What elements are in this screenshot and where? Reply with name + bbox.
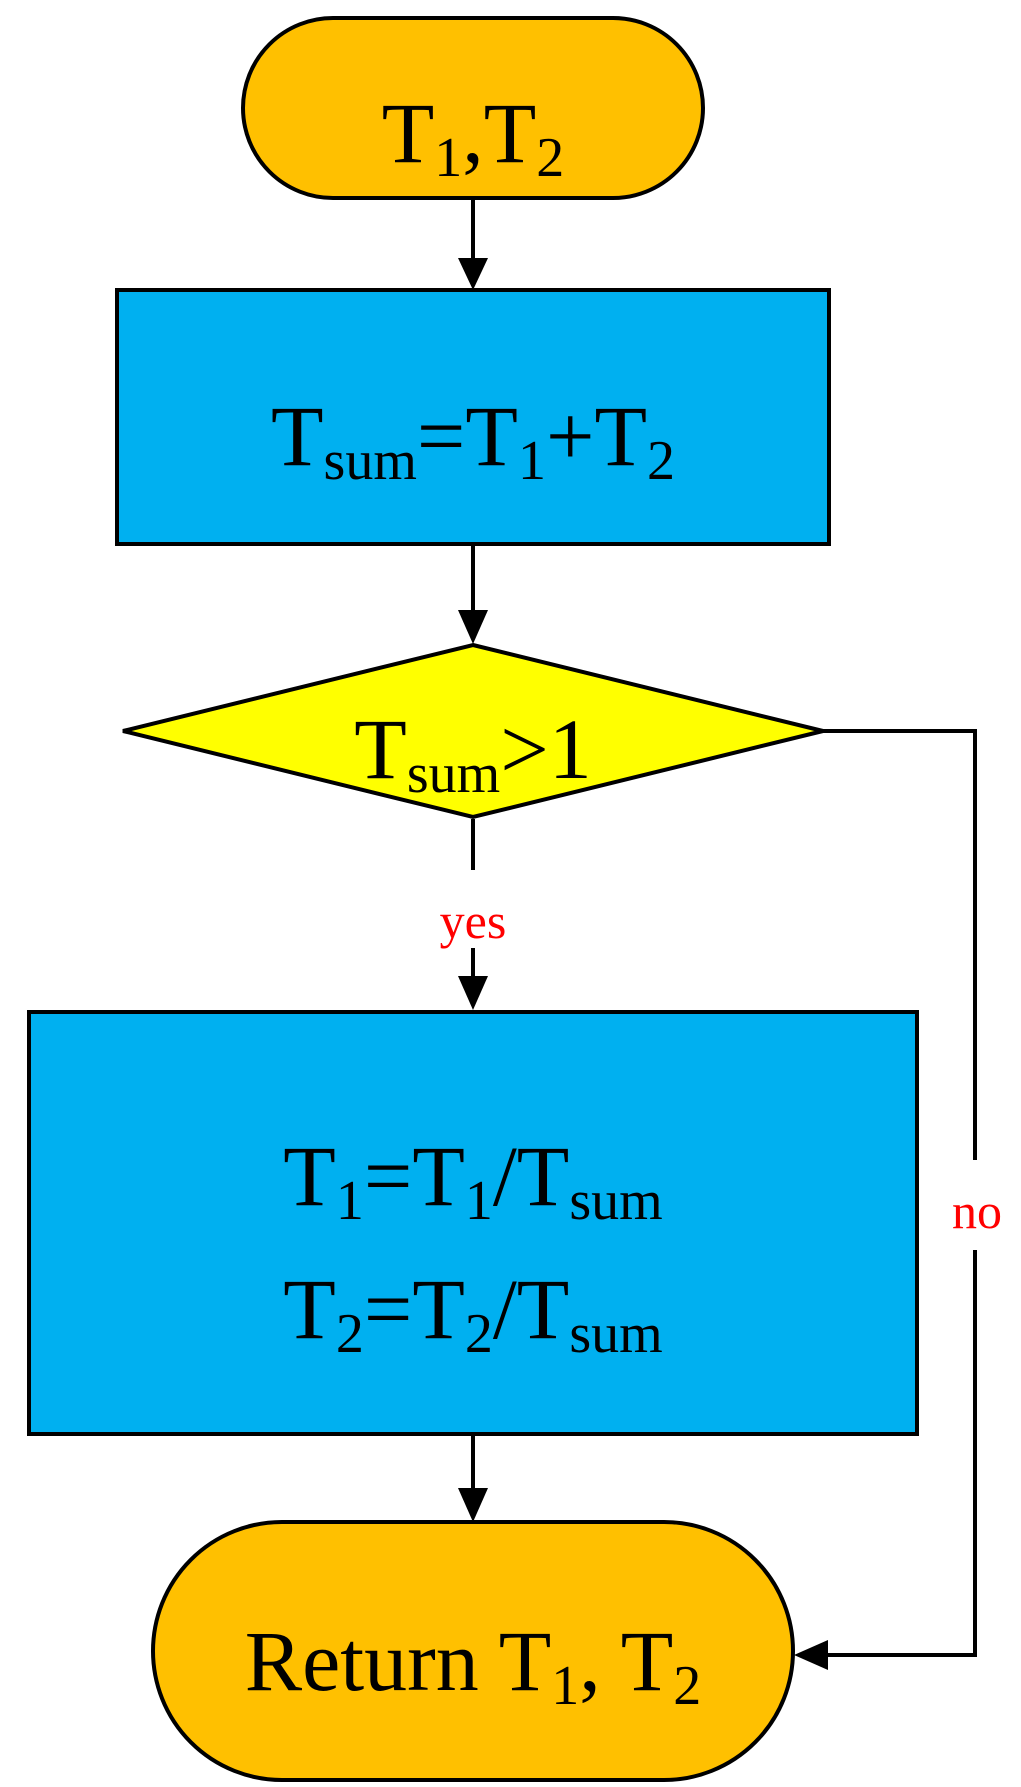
normalize-formula-t2: T2=T2/Tsum <box>283 1261 662 1365</box>
edge-normalize-to-end <box>458 1436 488 1522</box>
start-label: T1,T2 <box>382 85 565 189</box>
edge-no <box>794 729 977 1670</box>
yes-label: yes <box>440 893 507 949</box>
normalize-process-box <box>27 1010 919 1436</box>
edge-sum-to-decision <box>458 546 488 644</box>
edge-start-to-sum <box>458 200 488 290</box>
end-terminal <box>151 1520 795 1782</box>
start-terminal <box>241 16 705 200</box>
decision-diamond <box>122 642 824 820</box>
no-label: no <box>952 1183 1002 1239</box>
normalize-formula-t1: T1=T1/Tsum <box>283 1128 662 1232</box>
decision-condition: Tsum>1 <box>354 701 591 805</box>
edge-yes <box>458 819 488 1010</box>
sum-process-box <box>115 288 831 546</box>
sum-formula: Tsum=T1+T2 <box>271 388 675 492</box>
end-label: Return T1, T2 <box>245 1613 702 1717</box>
